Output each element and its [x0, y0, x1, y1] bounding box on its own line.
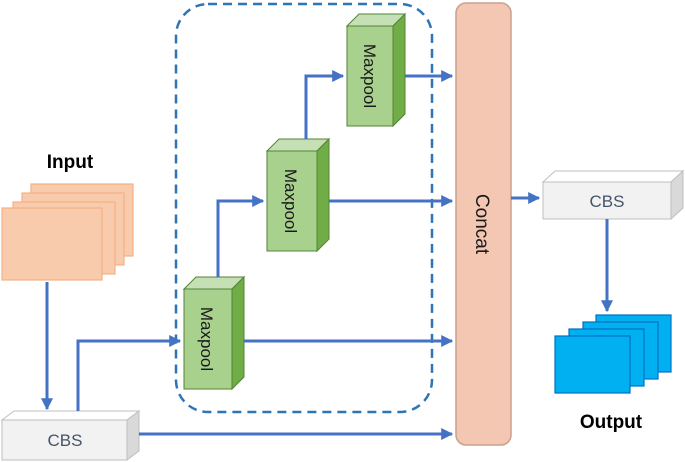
arrow-cbs-to-maxpool-1	[76, 335, 182, 411]
concat-label: Concat	[471, 194, 492, 255]
input-feature-maps	[1, 183, 134, 281]
maxpool-3-side	[392, 12, 406, 128]
maxpool-1-face	[183, 288, 233, 390]
maxpool-block-3: Maxpool	[345, 12, 407, 128]
output-layer-1	[554, 335, 631, 394]
cbs-output-face	[542, 181, 672, 220]
maxpool-2-label: Maxpool	[281, 169, 300, 233]
maxpool-group-border	[174, 2, 434, 414]
cbs-input-face	[1, 419, 128, 461]
cbs-input-label: CBS	[48, 431, 83, 450]
concat-block	[455, 2, 512, 446]
cbs-output-label: CBS	[590, 192, 625, 211]
cbs-input-top	[0, 410, 141, 421]
connectors	[41, 70, 613, 440]
maxpool-block-1: Maxpool	[182, 275, 246, 391]
cbs-input-side	[126, 410, 140, 461]
maxpool-2-side	[316, 137, 330, 253]
output-label: Output	[580, 412, 643, 433]
cbs-output-top	[541, 170, 685, 183]
input-layer-1	[1, 207, 103, 281]
cbs-input-block: CBS	[0, 410, 141, 461]
output-feature-maps	[554, 314, 672, 394]
maxpool-3-label: Maxpool	[360, 44, 379, 108]
input-label: Input	[47, 152, 94, 173]
maxpool-3-face	[346, 25, 394, 127]
maxpool-1-side	[231, 275, 245, 391]
maxpool-1-label: Maxpool	[197, 307, 216, 371]
arrow-maxpool-2-to-maxpool-3	[304, 70, 345, 139]
maxpool-block-2: Maxpool	[265, 137, 331, 253]
cbs-output-block: CBS	[541, 169, 685, 221]
arrow-maxpool-1-to-maxpool-2	[216, 195, 265, 277]
maxpool-2-face	[266, 150, 318, 252]
